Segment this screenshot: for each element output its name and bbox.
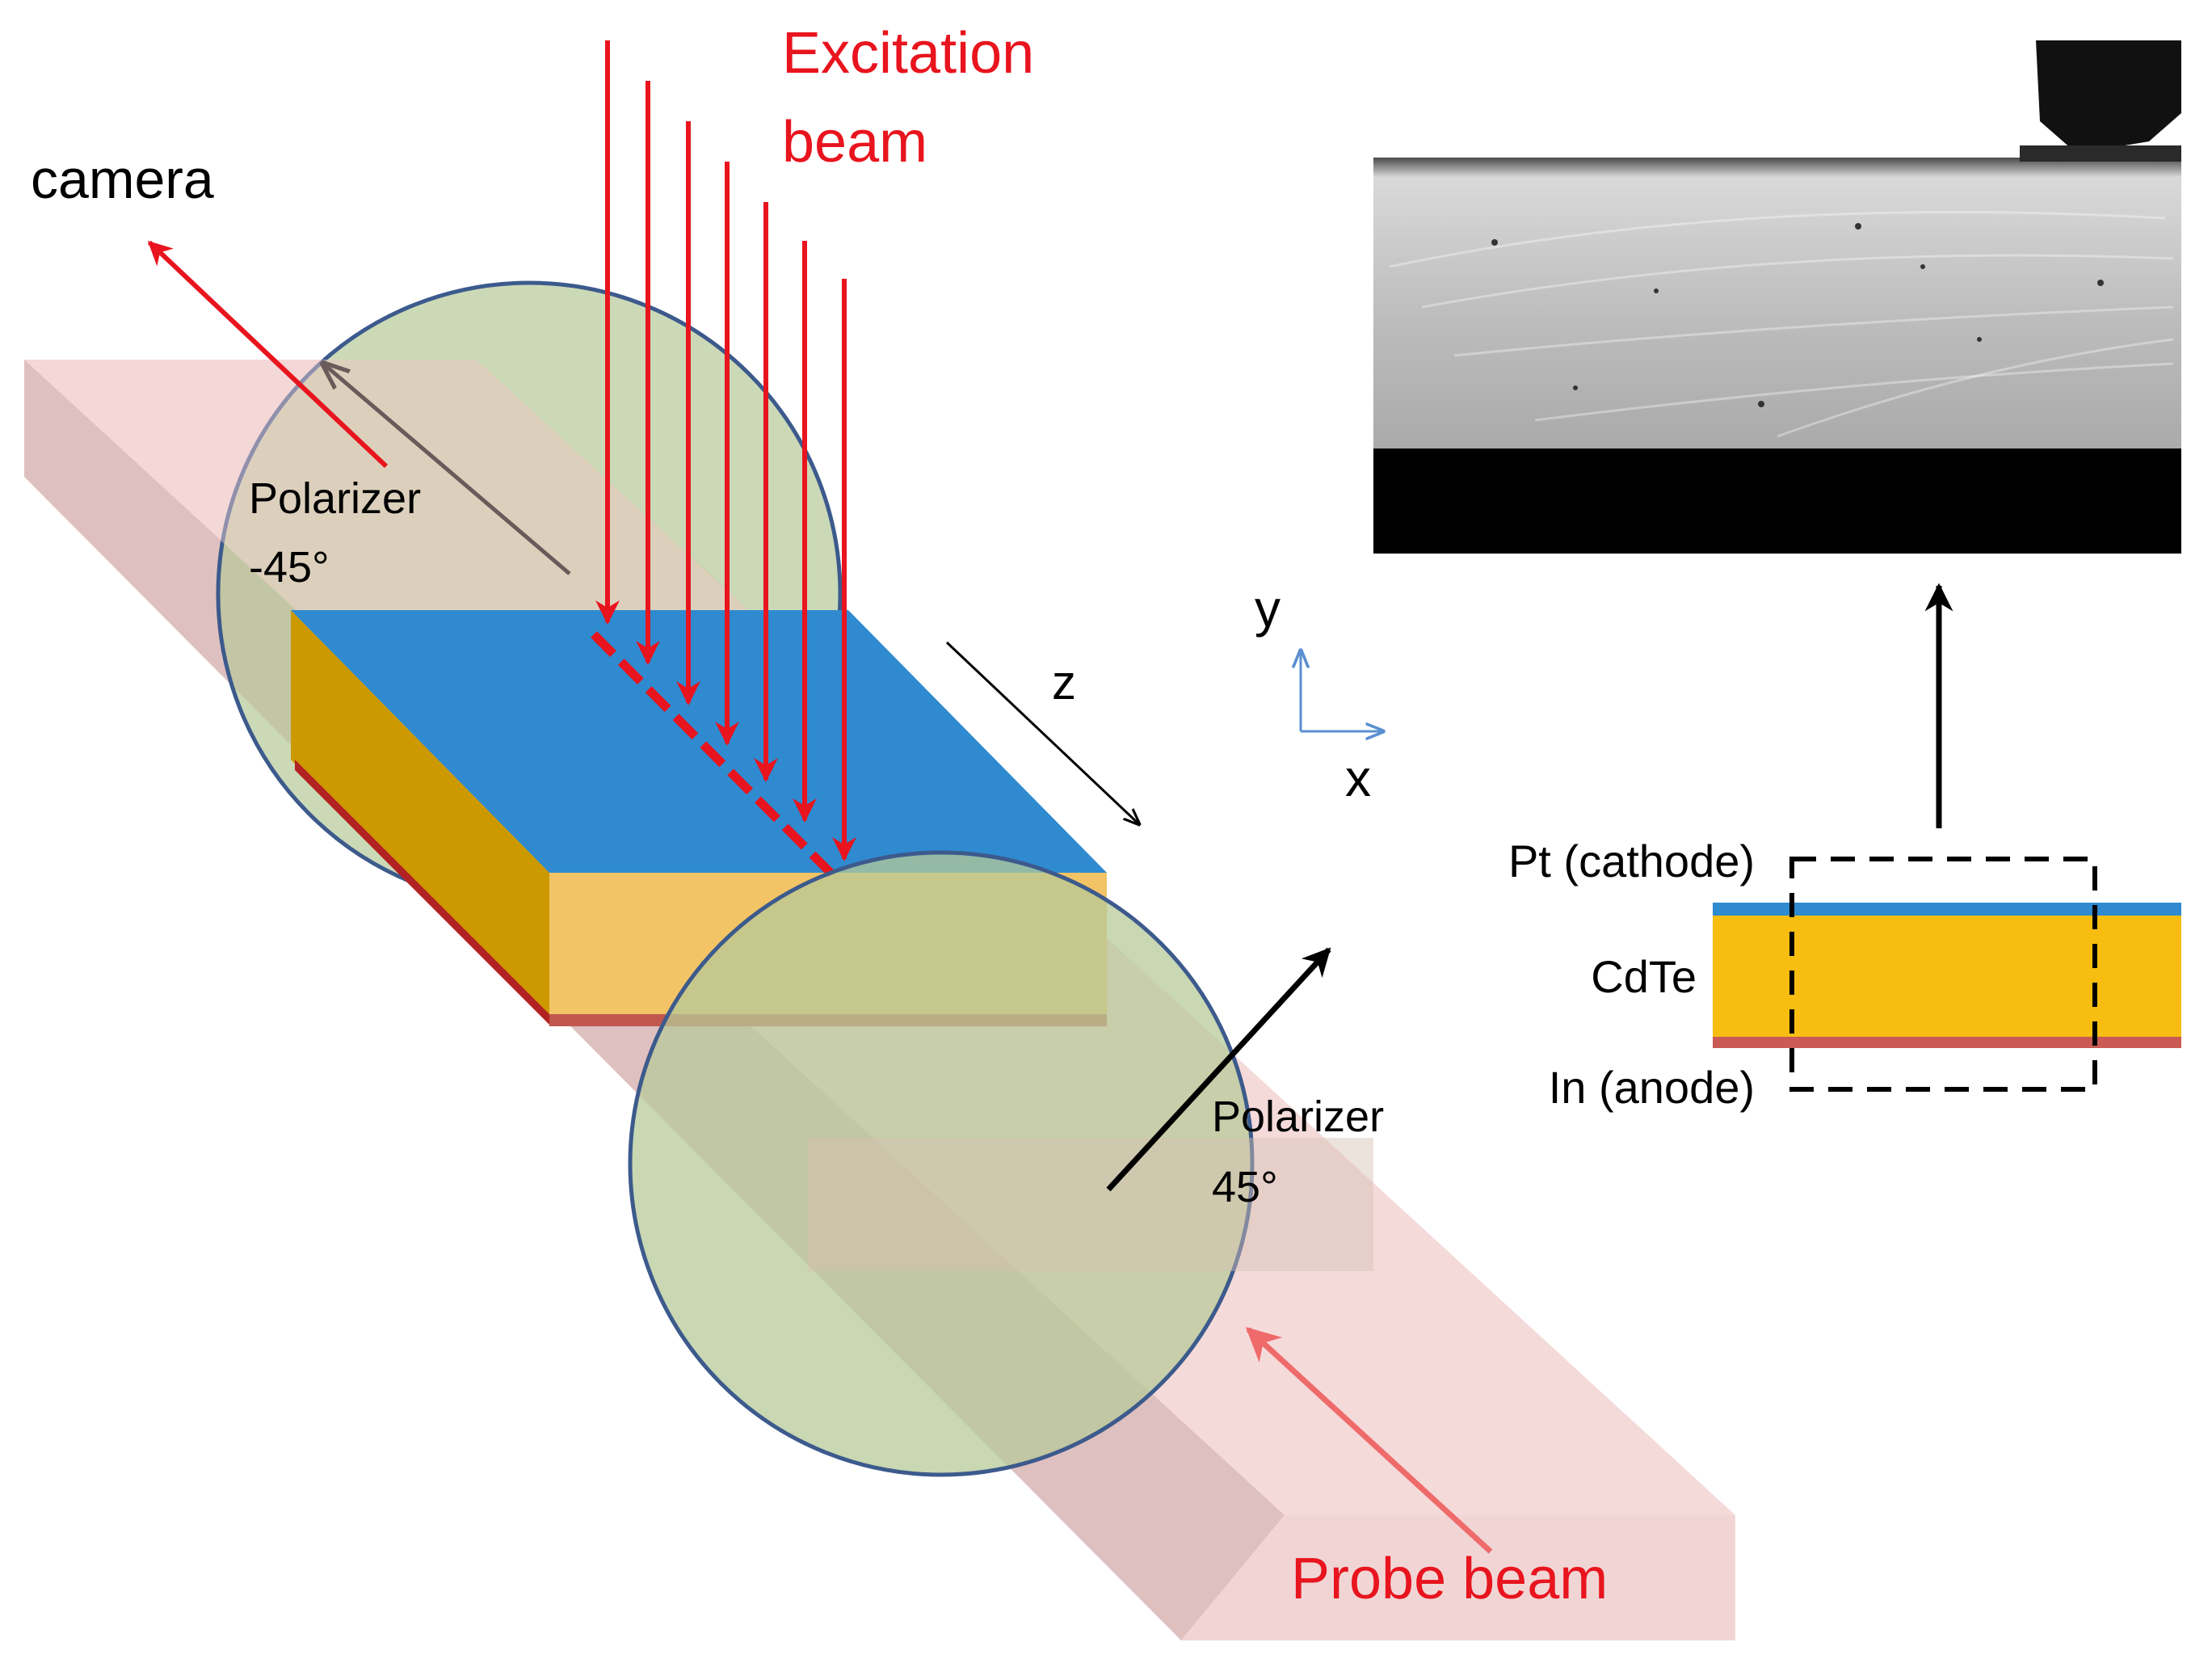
polarizer-bottom-label: Polarizer [1212,1093,1384,1141]
camera-label: camera [31,149,214,210]
cdte-layer [1713,916,2181,1037]
excitation-beam-arrows [595,40,856,861]
microscope-image [1373,40,2181,554]
polarizer-bottom-axis-arrow [1106,947,1331,1192]
probe-beam-label: Probe beam [1291,1547,1608,1611]
cdte-layer-label: CdTe [1591,951,1697,1002]
y-axis-label: y [1255,579,1281,638]
polarizer-top-label: Polarizer [249,474,421,523]
pt-layer-label: Pt (cathode) [1508,836,1755,886]
z-axis-label: z [1052,655,1076,709]
polarizer-top-axis-arrow [323,364,571,575]
excitation-label-line2: beam [782,110,927,175]
selection-dashed-box [1789,857,2097,1092]
x-axis-label: x [1345,749,1371,807]
excitation-label-line1: Excitation [782,21,1034,86]
probe-beam-arrow [1245,1327,1493,1554]
polarizer-disk-bottom [628,850,1255,1477]
z-direction-arrow [945,641,1139,824]
layer-stack [1713,903,2181,1048]
camera-arrow [147,240,389,469]
polarizer-top-angle: -45° [249,543,330,592]
polarizer-bottom-shade [808,1138,1373,1271]
in-layer [1713,1037,2181,1048]
pt-top-surface [291,610,1107,873]
pt-layer [1713,903,2181,916]
in-layer-label: In (anode) [1549,1062,1755,1113]
excitation-line [591,631,835,878]
coordinate-axes [1301,651,1383,731]
polarizer-bottom-angle: 45° [1212,1163,1278,1211]
